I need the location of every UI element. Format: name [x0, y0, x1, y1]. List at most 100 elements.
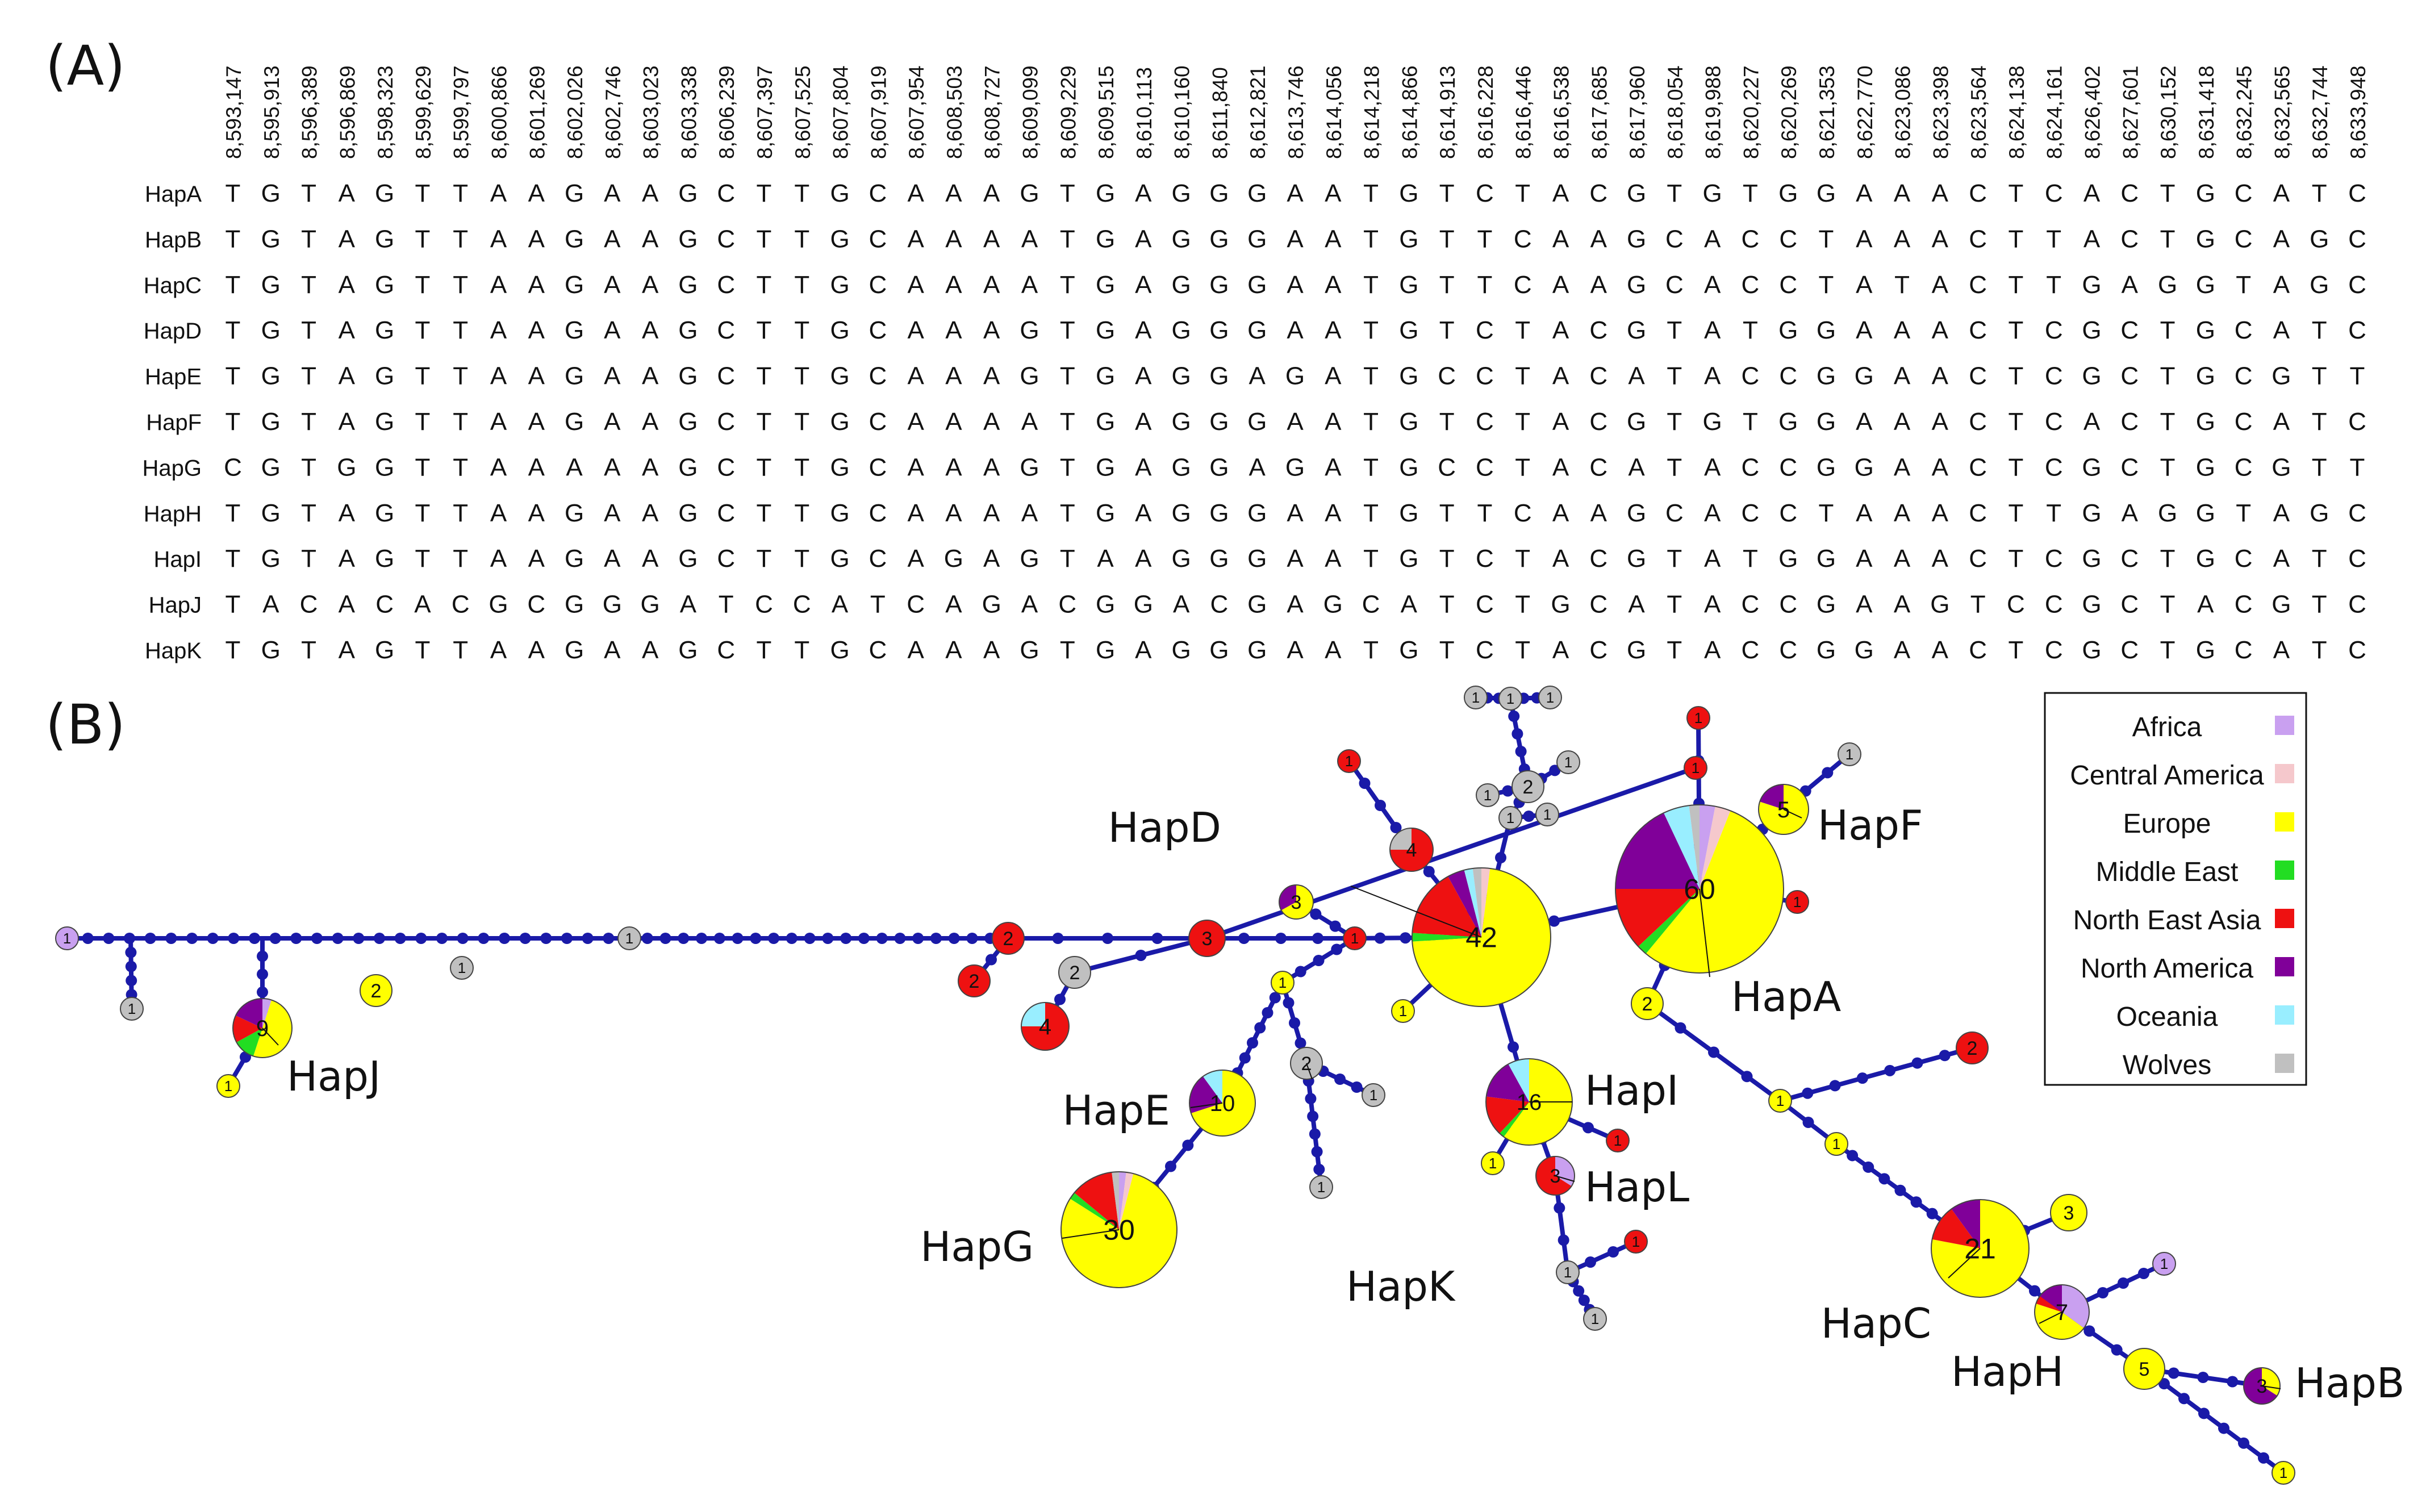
pie-slice: [55, 926, 79, 950]
base-cell: A: [1590, 271, 1607, 299]
node-count: 1: [1317, 1179, 1325, 1196]
base-cell: A: [945, 499, 962, 527]
base-cell: T: [1060, 636, 1075, 664]
mutation-step-dot: [804, 933, 816, 944]
base-cell: C: [1742, 499, 1760, 527]
base-cell: A: [2273, 179, 2290, 207]
node-haplotype: 1: [1583, 1307, 1607, 1331]
position-label: 8,623,398: [1929, 65, 1952, 159]
mutation-step-dot: [912, 933, 924, 944]
label-hapj: HapJ: [287, 1052, 381, 1100]
node-haplotype: 1: [1768, 1089, 1792, 1113]
node-haplotype: 1: [1391, 999, 1415, 1023]
haplotype-name: HapF: [146, 410, 202, 435]
node-count: 1: [1564, 754, 1572, 771]
base-cell: C: [2348, 271, 2366, 299]
node-count: 42: [1465, 922, 1497, 954]
base-cell: G: [1172, 499, 1191, 527]
node-hapl: 3: [1535, 1156, 1575, 1196]
base-cell: G: [1399, 499, 1418, 527]
mutation-step-dot: [125, 946, 137, 958]
base-cell: T: [794, 453, 809, 481]
base-cell: T: [1363, 499, 1379, 527]
position-label: 8,598,323: [374, 65, 397, 159]
position-label: 8,593,147: [222, 65, 245, 159]
label-leader: [1948, 1248, 1981, 1279]
pie-slice: [1476, 783, 1500, 807]
position-label: 8,622,770: [1853, 65, 1877, 159]
position-label: 8,607,804: [829, 65, 853, 159]
mutation-step-dot: [1313, 1163, 1325, 1175]
mutation-step-dot: [1289, 1017, 1300, 1029]
base-cell: T: [1819, 225, 1834, 253]
base-cell: G: [830, 453, 849, 481]
base-cell: A: [528, 179, 545, 207]
base-cell: G: [261, 636, 281, 664]
base-cell: G: [1172, 545, 1191, 573]
mutation-step-dot: [1313, 955, 1325, 966]
mutation-step-dot: [1495, 852, 1506, 863]
position-label: 8,632,245: [2233, 65, 2256, 159]
base-cell: C: [1779, 453, 1797, 481]
base-cell: T: [2008, 499, 2023, 527]
base-cell: A: [907, 499, 924, 527]
base-cell: C: [1969, 362, 1987, 390]
base-cell: A: [642, 408, 659, 436]
node-count: 1: [1489, 1155, 1497, 1172]
base-cell: C: [868, 179, 887, 207]
pie-slice: [236, 1028, 262, 1056]
base-cell: T: [1515, 545, 1530, 573]
base-cell: A: [1856, 316, 1873, 344]
base-cell: C: [1779, 271, 1797, 299]
base-cell: T: [757, 636, 772, 664]
mutation-step-dot: [540, 933, 552, 944]
base-cell: A: [1894, 591, 1911, 619]
pie-slice: [1768, 1089, 1792, 1113]
position-label: 8,599,629: [412, 65, 435, 159]
mutation-step-dot: [415, 933, 427, 944]
base-cell: A: [604, 316, 621, 344]
node-haplotype: 1: [55, 926, 79, 950]
base-cell: G: [1399, 545, 1418, 573]
legend-label: Wolves: [2123, 1050, 2212, 1080]
base-cell: A: [1894, 453, 1911, 481]
base-cell: C: [1969, 271, 1987, 299]
mutation-step-dot: [2238, 1437, 2249, 1449]
base-cell: T: [226, 408, 241, 436]
position-label: 8,600,866: [488, 65, 511, 159]
base-cell: C: [1362, 591, 1380, 619]
legend-swatch: [2275, 764, 2294, 783]
base-cell: T: [301, 636, 316, 664]
base-cell: A: [1135, 408, 1152, 436]
base-cell: T: [453, 408, 468, 436]
base-cell: T: [2312, 362, 2327, 390]
base-cell: T: [1743, 408, 1758, 436]
position-label: 8,607,919: [867, 65, 890, 159]
pie-slice: [1202, 1070, 1222, 1103]
base-cell: T: [794, 225, 809, 253]
base-cell: T: [2008, 453, 2023, 481]
base-cell: A: [339, 225, 356, 253]
node-count: 1: [458, 959, 466, 976]
pie-outline: [1615, 804, 1784, 974]
base-cell: A: [1287, 271, 1304, 299]
base-cell: A: [1287, 591, 1304, 619]
node-haplotype: 1: [1337, 749, 1361, 773]
position-label: 8,610,113: [1133, 67, 1156, 159]
base-cell: G: [678, 453, 698, 481]
base-cell: C: [868, 225, 887, 253]
base-cell: G: [1399, 636, 1418, 664]
base-cell: A: [1856, 591, 1873, 619]
mutation-step-dot: [353, 933, 365, 944]
base-cell: A: [642, 271, 659, 299]
node-haplotype: 5: [2123, 1348, 2165, 1390]
base-cell: C: [1665, 499, 1684, 527]
base-cell: A: [1135, 636, 1152, 664]
position-label: 8,612,821: [1246, 65, 1270, 159]
base-cell: C: [868, 408, 887, 436]
base-cell: C: [1589, 545, 1607, 573]
mutation-step-dot: [1283, 997, 1295, 1009]
node-count: 1: [1543, 806, 1551, 823]
base-cell: T: [2008, 545, 2023, 573]
base-cell: T: [415, 545, 430, 573]
